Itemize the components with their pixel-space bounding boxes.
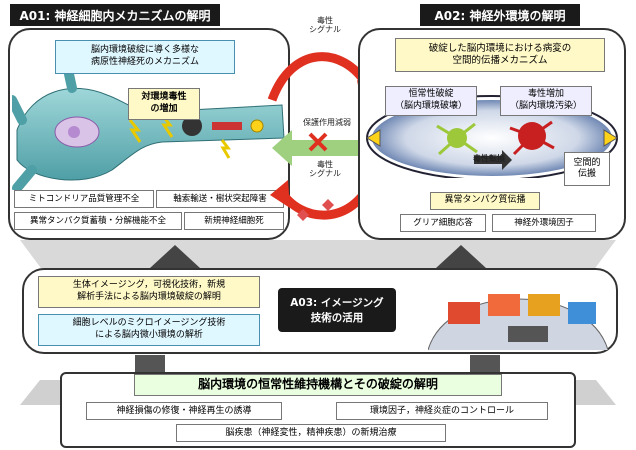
a03-imaging-label: 生体イメージング，可視化技術，新規 解析手法による脳内環境破綻の解明 (38, 276, 260, 308)
bottom-title: 脳内環境の恒常性維持機構とその破綻の解明 (134, 374, 502, 396)
a02-toxic-increase-label: 毒性増加 （脳内環境汚染） (500, 86, 592, 116)
a02-protein-label: 異常タンパク質伝播 (430, 192, 540, 210)
toxic-signal-top: 毒性 シグナル (309, 16, 341, 35)
a02-homeostasis-label: 恒常性破綻 （脳内環境破壊） (385, 86, 477, 116)
protective-weakening: 保護作用減弱 (303, 118, 351, 127)
toxic-signal-bottom: 毒性 シグナル (309, 160, 341, 179)
a01-label-mitochondria: ミトコンドリア品質管理不全 (14, 190, 154, 208)
a02-illustration (366, 95, 618, 178)
bottom-therapy-label: 脳疾患（神経変性，精神疾患）の新規治療 (176, 424, 446, 442)
bottom-control-label: 環境因子，神経炎症のコントロール (336, 402, 548, 420)
a02-toxic-conversion-label: 毒性転換 (473, 154, 505, 163)
a03-title: A03: イメージング 技術の活用 (278, 288, 396, 332)
a01-toxicity-label: 対環境毒性 の増加 (128, 88, 200, 120)
neuron-illustration (12, 60, 285, 190)
a02-spatial-label: 空間的 伝搬 (564, 152, 610, 186)
a01-label-neuron-death: 新規神経細胞死 (184, 212, 284, 230)
a02-extra-factor-label: 神経外環境因子 (492, 214, 596, 232)
a03-micro-label: 細胞レベルのミクロイメージング技術 による脳内微小環境の解析 (38, 314, 260, 346)
a02-glia-label: グリア細胞応答 (400, 214, 486, 232)
a01-title: A01: 神経細胞内メカニズムの解明 (10, 4, 220, 26)
a01-label-protein: 異常タンパク質蓄積・分解機能不全 (14, 212, 182, 230)
a02-title: A02: 神経外環境の解明 (420, 4, 580, 26)
imaging-equipment-illustration (428, 294, 608, 351)
bottom-repair-label: 神経損傷の修復・神経再生の誘導 (86, 402, 282, 420)
a01-mechanism-label: 脳内環境破綻に導く多様な 病原性神経死のメカニズム (55, 40, 235, 74)
a02-mechanism-label: 破綻した脳内環境における病変の 空間的伝播メカニズム (395, 38, 605, 72)
